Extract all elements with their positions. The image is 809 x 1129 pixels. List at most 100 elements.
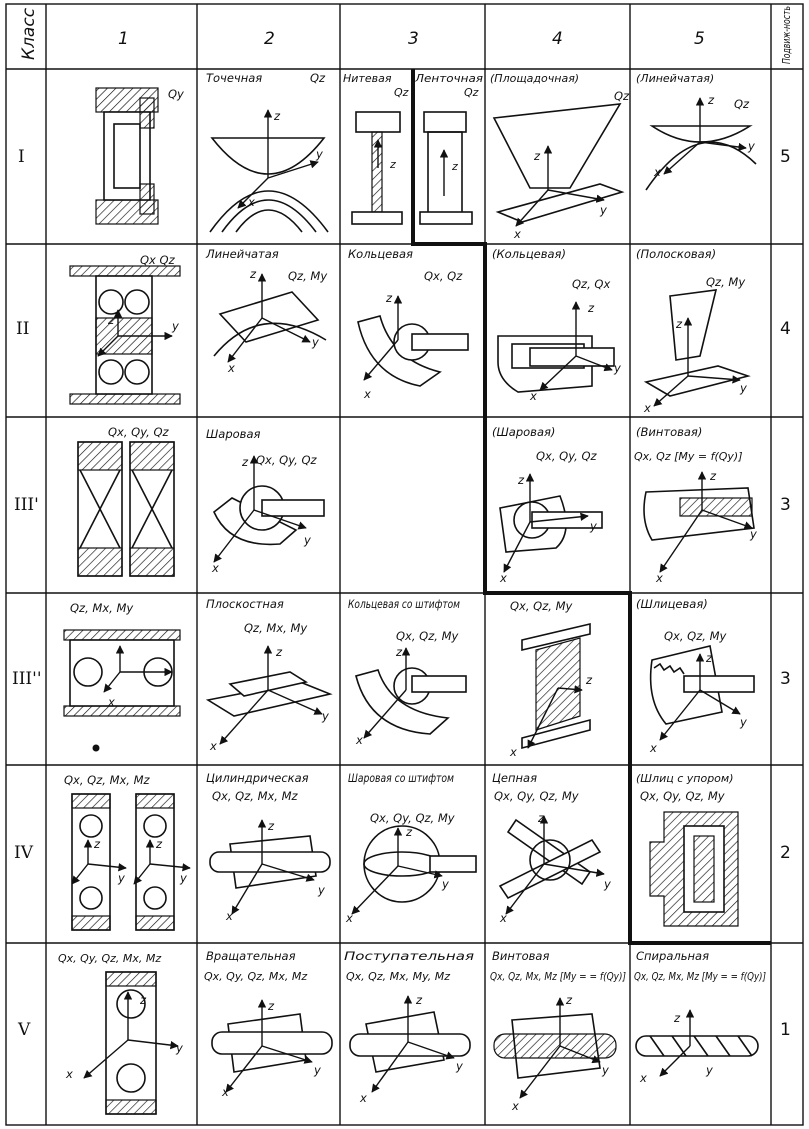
row-6-mobility: 1 bbox=[780, 1020, 791, 1040]
svg-text:y: y bbox=[303, 533, 311, 547]
svg-text:z: z bbox=[673, 1011, 681, 1025]
svg-text:x: x bbox=[653, 165, 661, 179]
svg-text:z: z bbox=[275, 645, 283, 659]
line-contact-drawing: z y x bbox=[645, 93, 757, 191]
cell-r4c5-forces: Qx, Qz, My bbox=[664, 629, 726, 643]
header-col-3: 3 bbox=[408, 29, 419, 49]
svg-text:y: y bbox=[311, 335, 319, 349]
screw-pair-drawing: z y x bbox=[643, 469, 757, 585]
cell-r3c2-name: Шаровая bbox=[206, 427, 261, 441]
cell-r1c4-forces: Qz bbox=[614, 89, 630, 103]
svg-text:y: y bbox=[601, 1063, 609, 1077]
spherical-pair-drawing: zyx bbox=[211, 455, 325, 575]
svg-text:y: y bbox=[613, 361, 621, 375]
header-col-4: 4 bbox=[552, 29, 563, 49]
svg-text:y: y bbox=[599, 203, 607, 217]
svg-text:x: x bbox=[225, 909, 233, 923]
row-3-class: III' bbox=[14, 495, 39, 515]
svg-text:z: z bbox=[585, 673, 593, 687]
cell-r6c2-name: Вращательная bbox=[206, 949, 296, 963]
svg-text:z: z bbox=[93, 837, 101, 851]
svg-text:x: x bbox=[107, 695, 115, 709]
svg-text:z: z bbox=[675, 317, 683, 331]
prismatic-pair-drawing: zyx bbox=[349, 993, 471, 1105]
ring-pair-2-drawing: zyx bbox=[497, 301, 621, 403]
cell-r1c3a-name: Нитевая bbox=[343, 72, 392, 85]
bearing-drawing bbox=[95, 87, 159, 225]
svg-text:y: y bbox=[705, 1063, 713, 1077]
svg-text:x: x bbox=[209, 739, 217, 753]
svg-text:x: x bbox=[227, 361, 235, 375]
row-5-class: IV bbox=[14, 843, 34, 863]
header-mobility-label: Подвиж-ность bbox=[780, 6, 793, 64]
svg-text:x: x bbox=[499, 571, 507, 585]
planar-pair-drawing: z y x bbox=[205, 645, 333, 753]
thread-contact-drawing: z bbox=[351, 111, 403, 225]
svg-text:z: z bbox=[415, 993, 423, 1007]
svg-text:x: x bbox=[655, 571, 663, 585]
cell-r5c5-name: (Шлиц с упором) bbox=[636, 772, 734, 785]
cell-r3c1-forces: Qx, Qy, Qz bbox=[108, 425, 169, 439]
svg-text:z: z bbox=[155, 837, 163, 851]
cell-r5c1-forces: Qx, Qz, Mx, Mz bbox=[64, 773, 151, 787]
svg-text:y: y bbox=[171, 319, 179, 333]
svg-text:z: z bbox=[241, 455, 249, 469]
spline-shoulder-pair-drawing bbox=[649, 811, 739, 927]
svg-text:z: z bbox=[707, 93, 715, 107]
cell-r3c4-forces: Qx, Qy, Qz bbox=[536, 449, 597, 463]
svg-text:z: z bbox=[249, 267, 257, 281]
svg-text:y: y bbox=[179, 871, 187, 885]
cell-r6c5-name: Спиральная bbox=[636, 949, 709, 963]
svg-text:x: x bbox=[643, 401, 651, 415]
cell-r5c4-name: Цепная bbox=[492, 771, 537, 785]
svg-text:y: y bbox=[749, 527, 757, 541]
svg-text:z: z bbox=[565, 993, 573, 1007]
cell-r3c2-forces: Qx, Qy, Qz bbox=[256, 453, 317, 467]
svg-text:x: x bbox=[355, 733, 363, 747]
row-6-class: V bbox=[17, 1020, 31, 1040]
cell-r4c5-name: (Шлицевая) bbox=[636, 597, 708, 611]
chain-pair-drawing: zyx bbox=[498, 811, 611, 925]
cell-r3c4-name: (Шаровая) bbox=[492, 425, 555, 439]
row-3-mobility: 3 bbox=[780, 495, 791, 515]
cell-r5c3-name: Шаровая со штифтом bbox=[348, 771, 454, 785]
svg-text:x: x bbox=[65, 1067, 73, 1081]
svg-text:y: y bbox=[589, 519, 597, 533]
cell-r1c3b-name: Ленточная bbox=[414, 72, 484, 85]
cell-r4c4-forces: Qx, Qz, My bbox=[510, 599, 572, 613]
svg-text:x: x bbox=[649, 741, 657, 755]
tapered-roller-bearing-drawing bbox=[77, 441, 175, 577]
svg-text:x: x bbox=[529, 389, 537, 403]
svg-text:x: x bbox=[247, 195, 255, 209]
svg-text:z: z bbox=[517, 473, 525, 487]
cell-r4c3-name: Кольцевая со штифтом bbox=[348, 597, 460, 611]
svg-text:z: z bbox=[385, 291, 393, 305]
area-contact-drawing: zyx bbox=[492, 103, 625, 241]
cell-r2c1-forces: Qx Qz bbox=[140, 253, 176, 267]
row-2-class: II bbox=[16, 319, 29, 339]
cell-r5c3-forces: Qx, Qy, Qz, My bbox=[370, 811, 455, 825]
cell-r2c5-name: (Полосковая) bbox=[636, 247, 716, 261]
spherical-pin-pair-drawing: zyx bbox=[345, 825, 477, 925]
cell-r5c5-forces: Qx, Qy, Qz, My bbox=[640, 789, 725, 803]
cell-r6c4-name: Винтовая bbox=[492, 949, 549, 963]
cell-r6c4-forces: Qx, Qz, Mx, Mz [My = = f(Qy)] bbox=[490, 970, 626, 983]
svg-text:y: y bbox=[321, 709, 329, 723]
svg-text:y: y bbox=[747, 139, 755, 153]
cell-r4c1-forces: Qz, Mx, My bbox=[70, 601, 133, 615]
svg-text:z: z bbox=[273, 109, 281, 123]
row-1-class: I bbox=[18, 147, 25, 167]
header-col-1: 1 bbox=[118, 29, 129, 49]
cell-r4c3-forces: Qx, Qz, My bbox=[396, 629, 458, 643]
svg-text:z: z bbox=[709, 469, 717, 483]
svg-text:z: z bbox=[107, 313, 115, 327]
svg-text:z: z bbox=[389, 158, 396, 171]
revolute-pair-drawing: zyx bbox=[211, 999, 333, 1099]
svg-text:y: y bbox=[313, 1063, 321, 1077]
cell-r2c2-forces: Qz, My bbox=[288, 269, 327, 283]
svg-text:x: x bbox=[639, 1071, 647, 1085]
svg-text:z: z bbox=[267, 999, 275, 1013]
svg-text:x: x bbox=[499, 911, 507, 925]
row-1-mobility: 5 bbox=[780, 147, 791, 167]
